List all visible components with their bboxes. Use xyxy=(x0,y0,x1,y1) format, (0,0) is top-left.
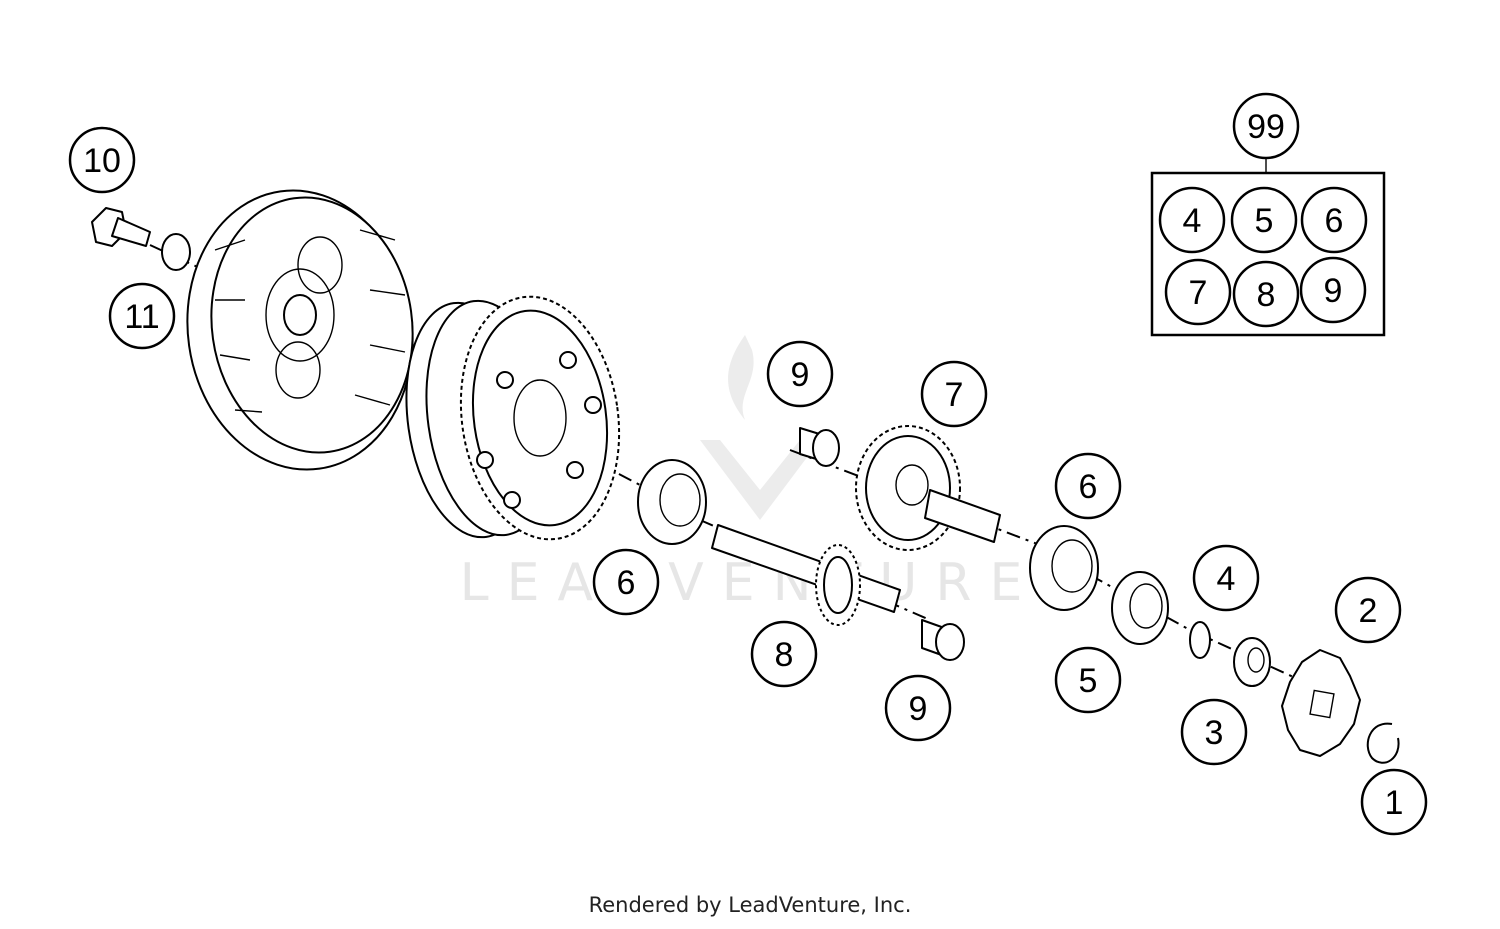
clutch-basket-part xyxy=(186,189,414,471)
callout: 9 xyxy=(766,340,834,408)
spacer-part xyxy=(1233,637,1271,687)
kit-label: 99 xyxy=(1247,108,1285,146)
shaft-gear-part xyxy=(711,524,901,626)
gear-shaft-part xyxy=(855,425,1001,551)
svg-text:4: 4 xyxy=(1217,560,1236,598)
svg-text:2: 2 xyxy=(1359,592,1378,630)
svg-text:10: 10 xyxy=(83,142,121,180)
callout: 2 xyxy=(1334,576,1402,644)
svg-text:6: 6 xyxy=(617,564,636,602)
bearing-part xyxy=(637,459,707,545)
sprocket-part xyxy=(1281,649,1361,757)
callout: 7 xyxy=(920,360,988,428)
washer-part xyxy=(161,233,191,271)
callout: 4 xyxy=(1192,544,1260,612)
part-callouts: 10 11 9 7 6 6 4 2 8 9 5 3 1 xyxy=(68,126,1428,836)
callout: 8 xyxy=(750,620,818,688)
kit-item-label: 9 xyxy=(1324,272,1343,310)
watermark: LEADVENTURE xyxy=(460,335,1041,613)
callout: 1 xyxy=(1360,768,1428,836)
callout: 11 xyxy=(108,282,176,350)
circlip-part xyxy=(1366,722,1400,764)
render-credit: Rendered by LeadVenture, Inc. xyxy=(588,893,912,917)
svg-text:1: 1 xyxy=(1385,784,1404,822)
bearing-part xyxy=(1029,525,1099,611)
kit-item-label: 8 xyxy=(1257,276,1276,314)
kit-item-label: 7 xyxy=(1189,274,1208,312)
clutch-pack-part xyxy=(405,295,621,541)
kit-callout: 99 4 5 6 7 8 9 xyxy=(1150,92,1386,337)
callout: 6 xyxy=(1054,452,1122,520)
svg-text:3: 3 xyxy=(1205,714,1224,752)
kit-item-label: 4 xyxy=(1183,202,1202,240)
needle-bearing-part xyxy=(921,619,965,661)
svg-text:8: 8 xyxy=(775,636,794,674)
callout: 10 xyxy=(68,126,136,194)
callout: 5 xyxy=(1054,646,1122,714)
svg-text:9: 9 xyxy=(791,356,810,394)
callout: 9 xyxy=(884,674,952,742)
kit-item-label: 5 xyxy=(1255,202,1274,240)
svg-text:7: 7 xyxy=(945,376,964,414)
kit-item-label: 6 xyxy=(1325,202,1344,240)
callout: 6 xyxy=(592,548,660,616)
svg-text:5: 5 xyxy=(1079,662,1098,700)
needle-bearing-part xyxy=(799,427,840,467)
svg-text:9: 9 xyxy=(909,690,928,728)
bolt-part xyxy=(91,207,151,247)
callout: 3 xyxy=(1180,698,1248,766)
o-ring-part xyxy=(1189,621,1211,659)
watermark-text: LEADVENTURE xyxy=(460,553,1041,613)
seal-part xyxy=(1111,571,1169,645)
svg-text:11: 11 xyxy=(124,298,159,336)
svg-text:6: 6 xyxy=(1079,468,1098,506)
